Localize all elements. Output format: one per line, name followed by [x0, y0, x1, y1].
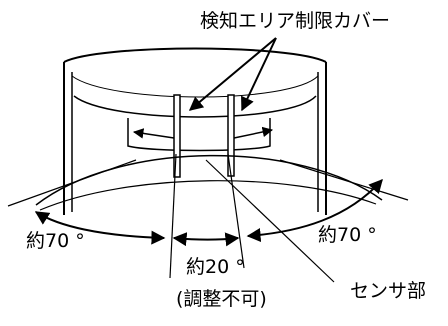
sensor-label: センサ部	[350, 280, 427, 302]
sensor-housing	[63, 47, 327, 215]
angle-center-label: 約20 °	[186, 256, 245, 278]
cover-label: 検知エリア制限カバー	[200, 10, 391, 32]
sensor-leader-line	[205, 159, 335, 283]
note-label: (調整不可)	[176, 288, 267, 310]
angle-right-label: 約70 °	[318, 224, 377, 246]
cover-leader-arrows	[188, 37, 277, 112]
angle-arc-center	[172, 232, 240, 247]
limit-cover-flaps	[173, 94, 235, 178]
angle-left-label: 約70 °	[26, 230, 85, 252]
angle-arc-right	[246, 178, 383, 243]
flap-inner-arrows	[132, 126, 274, 139]
sensor-window	[127, 118, 271, 176]
angle-arc-left	[34, 211, 166, 245]
base-plate	[35, 154, 383, 211]
